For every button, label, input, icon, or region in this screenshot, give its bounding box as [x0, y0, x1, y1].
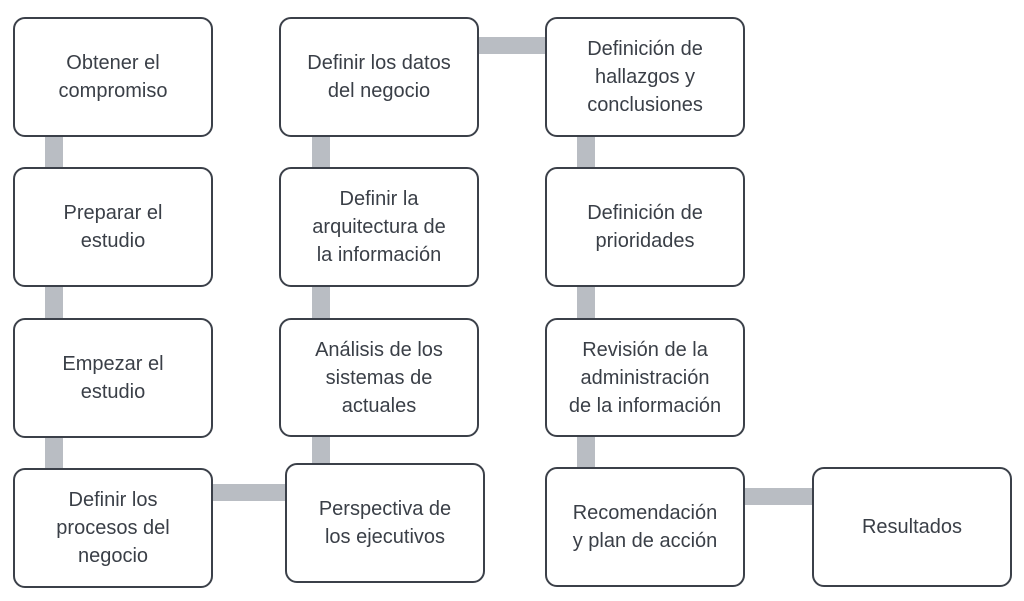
- step-obtener-compromiso: Obtener el compromiso: [13, 17, 213, 137]
- step-resultados: Resultados: [812, 467, 1012, 587]
- step-label-line: Recomendación: [572, 502, 718, 524]
- step-label-line: Análisis de los: [315, 338, 443, 361]
- step-label-line: y plan de acción: [572, 530, 718, 552]
- step-label-line: Definir la: [339, 188, 419, 210]
- connector-empezar-procesos: [45, 435, 63, 471]
- step-label-line: prioridades: [595, 230, 695, 252]
- step-perspectiva-ejecutivos: Perspectiva de los ejecutivos: [285, 463, 485, 583]
- step-analisis-sistemas: Análisis de los sistemas de actuales: [279, 318, 479, 437]
- step-label-line: Definición de: [587, 38, 703, 60]
- step-definicion-prioridades: Definición de prioridades: [545, 167, 745, 287]
- step-label-line: Preparar el: [63, 202, 163, 224]
- step-label-line: Definición de: [587, 202, 703, 224]
- step-label-line: sistemas de: [325, 366, 433, 389]
- connector-compromiso-preparar: [45, 134, 63, 170]
- step-label-line: Definir los datos: [307, 52, 451, 74]
- step-label-line: Resultados: [861, 516, 963, 538]
- step-label-line: estudio: [80, 230, 146, 252]
- step-label-line: Obtener el: [66, 52, 160, 74]
- step-label-line: Empezar el: [62, 353, 164, 375]
- connector-datos-hallazgos: [476, 37, 548, 54]
- step-label-line: del negocio: [327, 80, 431, 102]
- step-preparar-estudio: Preparar el estudio: [13, 167, 213, 287]
- step-label-line: negocio: [77, 545, 149, 567]
- step-label-line: hallazgos y: [594, 66, 696, 88]
- step-label-line: estudio: [80, 381, 146, 403]
- step-label-line: Definir los: [68, 489, 158, 511]
- connector-prioridades-revision: [577, 285, 595, 321]
- step-label-line: Revisión de la: [582, 338, 708, 361]
- step-recomendacion-plan: Recomendación y plan de acción: [545, 467, 745, 587]
- step-revision-administracion: Revisión de la administración de la info…: [545, 318, 745, 437]
- step-definir-datos: Definir los datos del negocio: [279, 17, 479, 137]
- connector-procesos-perspectiva: [210, 484, 288, 501]
- connector-hallazgos-prioridades: [577, 134, 595, 170]
- step-empezar-estudio: Empezar el estudio: [13, 318, 213, 438]
- step-definir-arquitectura: Definir la arquitectura de la informació…: [279, 167, 479, 287]
- connector-recomendacion-resultados: [743, 488, 815, 505]
- step-label-line: procesos del: [56, 517, 170, 539]
- step-label-line: conclusiones: [587, 94, 703, 116]
- connector-revision-recomendacion: [577, 434, 595, 470]
- step-label-line: administración: [580, 366, 710, 389]
- connector-arquitectura-datos: [312, 134, 330, 170]
- step-label-line: arquitectura de: [312, 216, 446, 238]
- step-definicion-hallazgos: Definición de hallazgos y conclusiones: [545, 17, 745, 137]
- step-label-line: compromiso: [58, 80, 168, 102]
- step-label-line: la información: [316, 244, 442, 266]
- step-definir-procesos: Definir los procesos del negocio: [13, 468, 213, 588]
- connector-perspectiva-analisis: [312, 434, 330, 468]
- connector-analisis-arquitectura: [312, 285, 330, 321]
- step-label-line: Perspectiva de: [318, 498, 452, 520]
- step-label-line: de la información: [568, 394, 722, 417]
- step-label-line: actuales: [341, 394, 417, 417]
- step-label-line: los ejecutivos: [324, 526, 446, 548]
- connector-preparar-empezar: [45, 285, 63, 321]
